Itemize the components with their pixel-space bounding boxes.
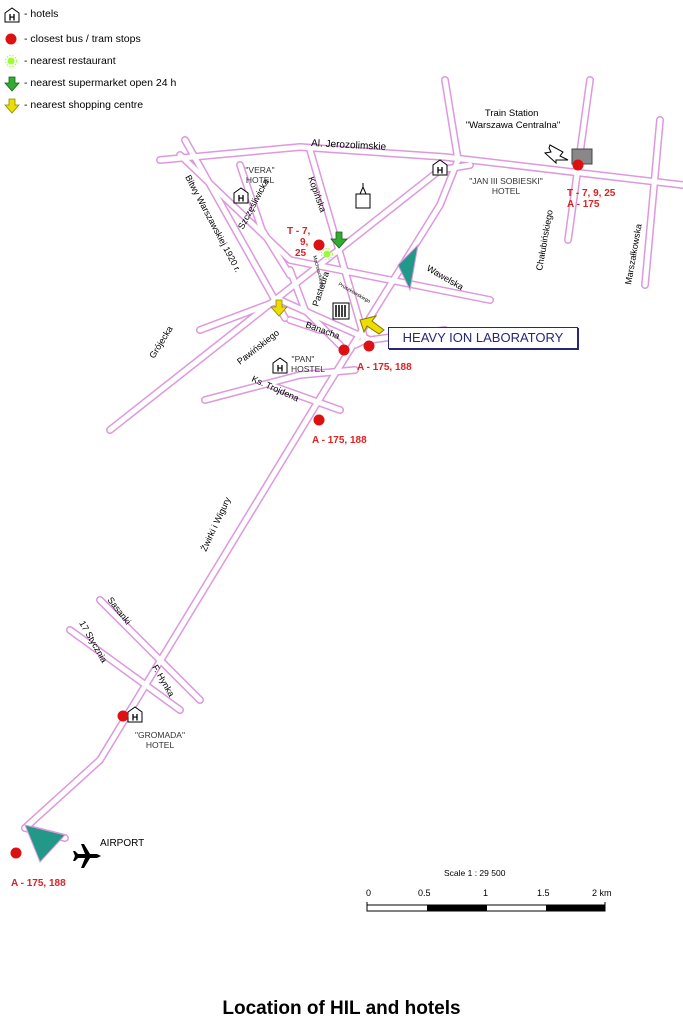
scale-tick-4: 2 km — [592, 888, 612, 898]
label-vera-line2: HOTEL — [246, 175, 275, 185]
church-icon — [355, 183, 371, 209]
street-pawinskiego: Pawińskiego — [235, 328, 281, 367]
hotel-icon: H — [4, 7, 20, 23]
legend-supermarket: - nearest supermarket open 24 h — [4, 76, 177, 92]
scale-tick-0: 0 — [366, 888, 371, 898]
scale-title: Scale 1 : 29 500 — [444, 868, 506, 878]
stop-kopinska — [313, 239, 325, 251]
label-vera: "VERA"HOTEL — [245, 165, 274, 185]
city-map: H — [10, 76, 683, 912]
routes-airport: A - 175, 188 — [11, 878, 66, 889]
stop-station — [572, 159, 584, 171]
scale-tick-1: 0.5 — [418, 888, 431, 898]
scale-tick-2: 1 — [483, 888, 488, 898]
hotel-pan-icon — [272, 357, 288, 374]
street-marszalkowska: Marszałkowska — [623, 223, 644, 285]
label-vera-line1: "VERA" — [245, 165, 274, 175]
label-sobieski: "JAN III SOBIESKI"HOTEL — [469, 176, 543, 196]
routes-kopinska: T - 7,9,25 — [287, 226, 311, 259]
hotel-sobieski-icon — [432, 159, 448, 176]
label-station: Train Station "Warszawa Centralna" — [466, 108, 561, 131]
street-jerozolimskie: Al. Jerozolimskie — [311, 138, 387, 153]
shopping-arrow-icon — [4, 98, 20, 114]
airport-area — [24, 824, 66, 863]
legend-label: - nearest supermarket open 24 h — [24, 77, 177, 90]
svg-text:H: H — [9, 13, 16, 23]
supermarket-arrow-icon — [4, 76, 20, 92]
station-arrow-icon — [543, 144, 569, 165]
stop-airport — [10, 847, 22, 859]
supermarket-arrow-icon — [330, 231, 348, 249]
scale-bar: Scale 1 : 29 500 0 0.5 1 1.5 2 km — [366, 868, 612, 912]
restaurant-icon — [4, 54, 20, 68]
label-pan: "PAN"HOSTEL — [291, 354, 325, 374]
stop-icon — [4, 32, 20, 46]
legend-stops: - closest bus / tram stops — [4, 32, 141, 46]
stop-markers — [10, 159, 584, 859]
routes-trojdena: A - 175, 188 — [312, 435, 367, 446]
legend-label: - nearest shopping centre — [24, 99, 144, 112]
label-airport: AIRPORT — [100, 838, 144, 849]
stop-banacha-2 — [363, 340, 375, 352]
hil-label: HEAVY ION LABORATORY — [402, 330, 564, 345]
hil-label-box: HEAVY ION LABORATORY — [388, 327, 578, 349]
legend-hotels: H - hotels — [4, 7, 59, 23]
legend-label: - closest bus / tram stops — [24, 33, 141, 46]
street-chalubinskiego: Chałubińskiego — [534, 209, 555, 271]
scale-tick-3: 1.5 — [537, 888, 550, 898]
shopping-arrow-icon — [270, 299, 288, 317]
stop-trojdena — [313, 414, 325, 426]
stop-banacha-1 — [338, 344, 350, 356]
legend-label: - hotels — [24, 8, 59, 21]
hil-building-icon — [332, 302, 350, 320]
park-area — [397, 243, 419, 292]
legend-label: - nearest restaurant — [24, 55, 116, 68]
stop-gromada — [117, 710, 129, 722]
hil-pointer-arrow-icon — [359, 315, 385, 335]
restaurant-icon — [321, 248, 333, 260]
label-gromada: "GROMADA"HOTEL — [135, 730, 185, 750]
street-grojecka: Grójecka — [147, 324, 175, 360]
page-caption: Location of HIL and hotels — [222, 998, 461, 1019]
legend-shopping: - nearest shopping centre — [4, 98, 144, 114]
airplane-icon — [73, 844, 101, 868]
routes-banacha: A - 175, 188 — [357, 362, 412, 373]
legend-restaurant: - nearest restaurant — [4, 54, 116, 68]
